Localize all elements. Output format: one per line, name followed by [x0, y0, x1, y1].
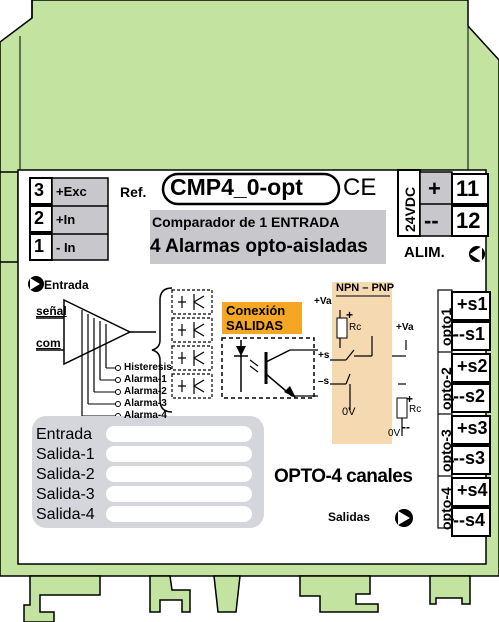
output-terminal-boxes — [451, 291, 491, 537]
terminal-minus-s1: --s1 — [453, 324, 486, 344]
power-plus-sign: + — [428, 176, 441, 201]
side-tab — [0, 171, 19, 263]
brace — [151, 287, 173, 413]
led-entrada: Entrada — [36, 426, 93, 443]
voltage-label: 24VDC — [402, 186, 418, 232]
din-clip-slot — [213, 575, 241, 613]
reference-oval — [161, 172, 341, 206]
terminal-plus-s2: +s2 — [457, 356, 488, 376]
power-terminal-12: 12 — [456, 208, 481, 233]
ce-mark: CE — [343, 174, 377, 201]
led-salida-1: Salida-1 — [36, 446, 95, 463]
alarma-1-label: Alarma-1 — [124, 374, 167, 385]
terminal-3-label: +Exc — [56, 184, 87, 199]
comparator-symbol — [63, 298, 132, 366]
terminal-minus-s4: --s4 — [453, 510, 486, 530]
reference-prefix: Ref. — [120, 184, 147, 200]
description-line1: Comparador de 1 ENTRADA — [152, 214, 340, 230]
rc-1: Rc — [349, 322, 362, 333]
din-clip-right — [299, 575, 379, 613]
opto-boxes — [171, 289, 213, 399]
senal-label: señal — [36, 304, 67, 318]
conexion-title-2: SALIDAS — [226, 318, 284, 333]
power-minus-sign: -- — [424, 208, 439, 233]
din-clip-far-right — [429, 575, 471, 605]
zero-v-2: 0V — [388, 428, 401, 439]
rc-2: Rc — [409, 404, 422, 415]
led-salida-4: Salida-4 — [36, 506, 95, 523]
conexion-title-1: Conexión — [226, 303, 286, 318]
histeresis-label: Histeresis — [124, 362, 172, 373]
power-terminal-11: 11 — [456, 176, 480, 201]
alarma-2-label: Alarma-2 — [124, 386, 167, 397]
terminal-plus-s3: +s3 — [457, 418, 488, 438]
din-clip-middle — [149, 575, 191, 613]
terminal-2-label: +In — [56, 212, 76, 227]
terminal-plus-s4: +s4 — [457, 480, 488, 500]
footer-title: OPTO-4 canales — [274, 466, 413, 487]
terminal-minus-s3: --s3 — [453, 448, 486, 468]
entrada-label: Entrada — [44, 278, 89, 292]
alarma-4-label: Alarma-4 — [124, 410, 167, 421]
plus-va-2: +Va — [396, 322, 414, 333]
plus-s-label: +s — [318, 350, 330, 361]
plus-va-1: +Va — [314, 296, 332, 307]
minus-s-label: –s — [318, 376, 330, 387]
opto4-label: opto-4 — [438, 487, 454, 530]
plus-sign-2: + — [406, 392, 414, 406]
plus-sign-1: + — [346, 308, 354, 322]
terminal-1-number: 1 — [34, 236, 45, 256]
terminal-3-number: 3 — [34, 180, 45, 200]
npn-pnp-label: NPN – PNP — [336, 282, 395, 294]
description-line2: 4 Alarmas opto-aisladas — [150, 236, 368, 257]
opto1-label: opto1 — [438, 307, 454, 346]
minus-sign: -- — [402, 420, 410, 434]
reference-model: CMP4_0-opt — [170, 174, 303, 200]
alim-label: ALIM. — [404, 244, 445, 261]
terminal-2-number: 2 — [34, 208, 45, 228]
opto2-label: opto-2 — [438, 367, 454, 410]
led-bars — [106, 426, 252, 522]
led-salida-2: Salida-2 — [36, 466, 95, 483]
npn-pnp-band — [332, 282, 392, 444]
terminal-1-label: - In — [56, 240, 76, 255]
zero-v-1: 0V — [342, 406, 356, 418]
alarma-3-label: Alarma-3 — [124, 398, 167, 409]
description-badge — [150, 210, 386, 264]
terminal-plus-s1: +s1 — [457, 294, 488, 314]
opto-coupler-box — [221, 337, 315, 399]
din-clip-left — [23, 575, 101, 622]
terminal-minus-s2: --s2 — [453, 386, 486, 406]
led-salida-3: Salida-3 — [36, 486, 95, 503]
salidas-label: Salidas — [328, 510, 371, 524]
conexion-highlight — [222, 302, 302, 334]
opto3-label: opto-3 — [438, 429, 454, 472]
com-label: com — [36, 336, 61, 350]
